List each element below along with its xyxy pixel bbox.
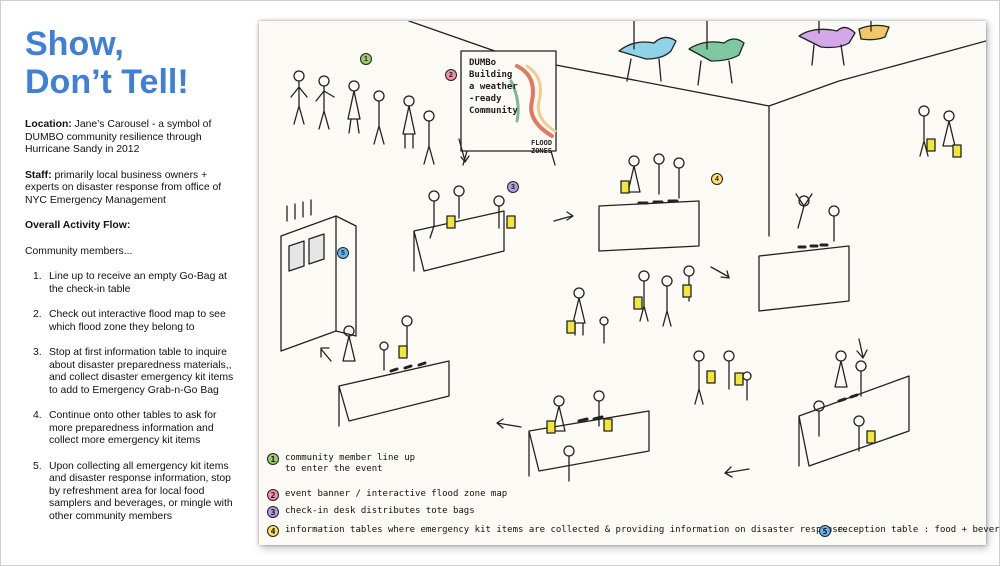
list-item: 4.Continue onto other tables to ask for …	[33, 410, 217, 446]
slide-title: Show, Don’t Tell!	[25, 25, 245, 101]
arrow-icon	[496, 418, 522, 429]
list-item: 3.Stop at first information table to inq…	[33, 347, 234, 396]
legend-item-3: 3 check-in desk distributes tote bags	[267, 506, 475, 518]
staff-label: Staff:	[25, 169, 52, 181]
marker-5: 5	[337, 247, 349, 259]
legend-marker-4: 4	[267, 525, 279, 537]
activity-steps: 1.Line up to receive an empty Go-Bag at …	[25, 271, 243, 523]
legend-item-5: 5 reception table : food + beverages	[819, 525, 1000, 537]
marker-3: 3	[507, 181, 519, 193]
legend-marker-5: 5	[819, 525, 831, 537]
sketch-drawing	[280, 21, 986, 482]
location-label: Location:	[25, 119, 72, 130]
location-paragraph: Location: Jane’s Carousel - a symbol of …	[25, 119, 243, 157]
arrow-icon	[856, 338, 868, 359]
location-text: Jane’s Carousel - a symbol of DUMBO comm…	[25, 119, 212, 155]
legend-marker-1: 1	[267, 453, 279, 465]
info-table-3	[798, 375, 910, 467]
flood-map-stripe	[515, 64, 554, 138]
info-table-5	[338, 360, 450, 427]
staff-paragraph: Staff: primarily local business owners +…	[25, 170, 243, 208]
legend-marker-3: 3	[267, 506, 279, 518]
community-intro: Community members...	[25, 245, 133, 257]
arrow-icon	[710, 266, 730, 279]
event-layout-illustration: DUMBo Building a weather -ready Communit…	[259, 21, 986, 545]
carousel-horses	[618, 21, 890, 86]
arrow-icon	[553, 211, 574, 222]
list-item: 1.Line up to receive an empty Go-Bag at …	[33, 271, 227, 295]
list-item: 5.Upon collecting all emergency kit item…	[33, 460, 233, 522]
legend-item-4: 4 information tables where emergency kit…	[267, 525, 849, 537]
reception-table	[280, 215, 357, 352]
activity-heading: Overall Activity Flow:	[25, 220, 131, 231]
arrow-icon	[458, 138, 470, 163]
title-line-2: Don’t Tell!	[25, 63, 189, 101]
event-banner: DUMBo Building a weather -ready Communit…	[469, 58, 518, 116]
marker-4: 4	[711, 173, 723, 185]
flood-zones-label: FLOOD ZONES	[531, 139, 553, 155]
marker-1: 1	[360, 53, 372, 65]
people-figures	[290, 70, 962, 482]
info-table-4	[528, 410, 650, 477]
staff-text: primarily local business owners + expert…	[25, 169, 222, 206]
illustration-legend: 1 community member line up to enter the …	[263, 453, 1000, 545]
legend-marker-2: 2	[267, 489, 279, 501]
arrow-icon	[724, 466, 750, 478]
description-column: Location: Jane’s Carousel - a symbol of …	[25, 119, 243, 536]
info-table-1	[598, 200, 700, 252]
legend-item-2: 2 event banner / interactive flood zone …	[267, 489, 507, 501]
legend-item-1: 1 community member line up to enter the …	[267, 453, 415, 475]
arrow-icon	[320, 347, 332, 362]
checkin-table	[413, 210, 505, 272]
marker-2: 2	[445, 69, 457, 81]
title-line-1: Show,	[25, 25, 124, 63]
info-table-2	[758, 245, 850, 312]
list-item: 2.Check out interactive flood map to see…	[33, 309, 226, 333]
